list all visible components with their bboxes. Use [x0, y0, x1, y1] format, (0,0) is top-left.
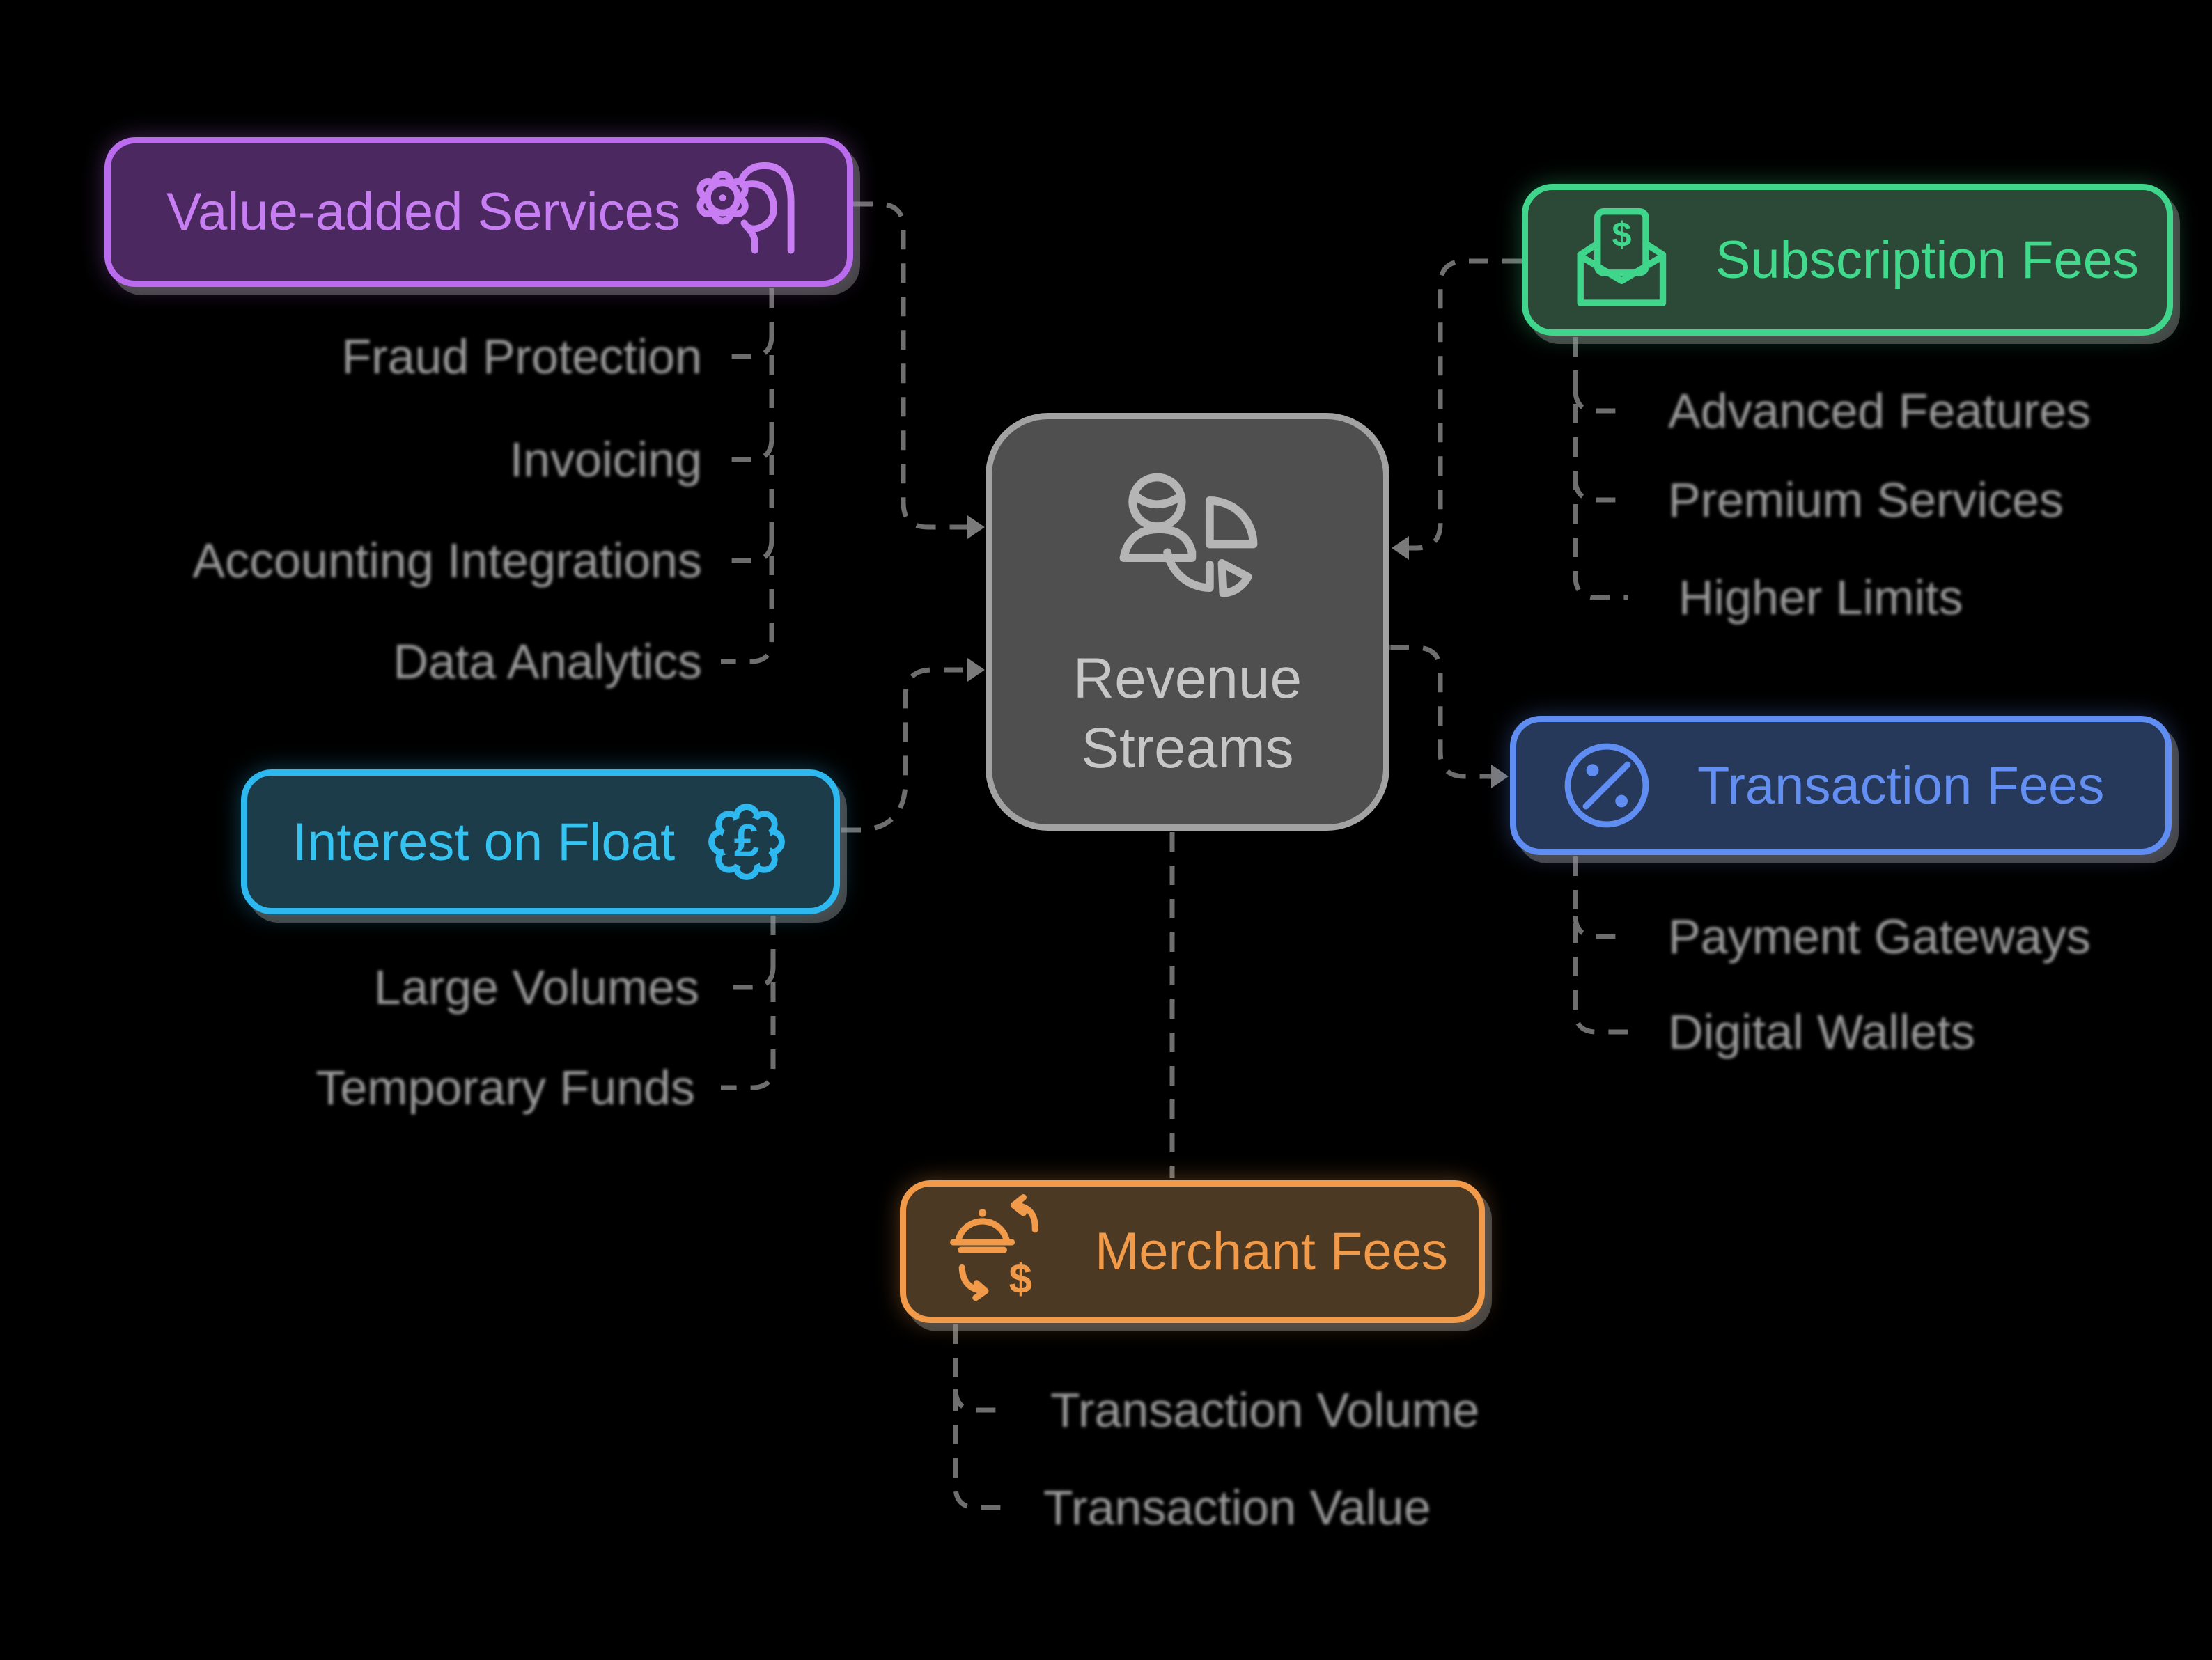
branch-label: Transaction Fees — [1697, 755, 2105, 815]
leaf-digital-wallets: Digital Wallets — [1668, 1005, 1975, 1059]
leaf-invoicing: Invoicing — [509, 432, 702, 487]
leaf-transaction-value: Transaction Value — [1043, 1480, 1431, 1535]
envelope-dollar-icon: $ — [1577, 208, 1667, 306]
branch-node-transaction-fees[interactable]: Transaction Fees — [1510, 716, 2172, 855]
branch-node-subscription-fees[interactable]: $ Subscription Fees — [1522, 184, 2173, 336]
branch-label: Merchant Fees — [1095, 1222, 1448, 1281]
leaf-advanced-features: Advanced Features — [1668, 384, 2092, 438]
leaf-large-volumes: Large Volumes — [374, 960, 699, 1015]
leaf-fraud-protection: Fraud Protection — [341, 329, 702, 384]
svg-text:$: $ — [1008, 1255, 1031, 1301]
branch-label: Subscription Fees — [1715, 230, 2139, 290]
badge-pound-icon: £ — [708, 804, 785, 880]
branch-node-value-added-services[interactable]: Value-added Services — [104, 137, 853, 287]
branch-node-interest-on-float[interactable]: Interest on Float £ — [241, 769, 840, 914]
svg-text:$: $ — [1612, 214, 1631, 254]
center-title-line1: Revenue — [1073, 647, 1302, 710]
dish-dollar-exchange-icon: $ — [950, 1193, 1038, 1301]
center-title-line2: Streams — [1081, 717, 1294, 780]
branch-node-merchant-fees[interactable]: $ Merchant Fees — [900, 1180, 1485, 1323]
center-node-revenue-streams[interactable]: Revenue Streams — [986, 413, 1389, 831]
mind-gear-icon — [696, 162, 795, 253]
svg-text:£: £ — [734, 815, 759, 866]
person-pie-chart-icon — [1119, 473, 1257, 597]
leaf-payment-gateways: Payment Gateways — [1668, 909, 2091, 964]
leaf-transaction-volume: Transaction Volume — [1050, 1383, 1480, 1437]
leaf-higher-limits: Higher Limits — [1679, 570, 1963, 625]
leaf-data-analytics: Data Analytics — [393, 634, 702, 689]
percent-circle-icon — [1564, 743, 1649, 828]
branch-label: Value-added Services — [166, 182, 680, 242]
leaf-premium-services: Premium Services — [1668, 473, 2064, 527]
leaf-temporary-funds: Temporary Funds — [316, 1060, 695, 1115]
branch-label: Interest on Float — [293, 812, 676, 872]
leaf-accounting-integrations: Accounting Integrations — [192, 533, 702, 588]
